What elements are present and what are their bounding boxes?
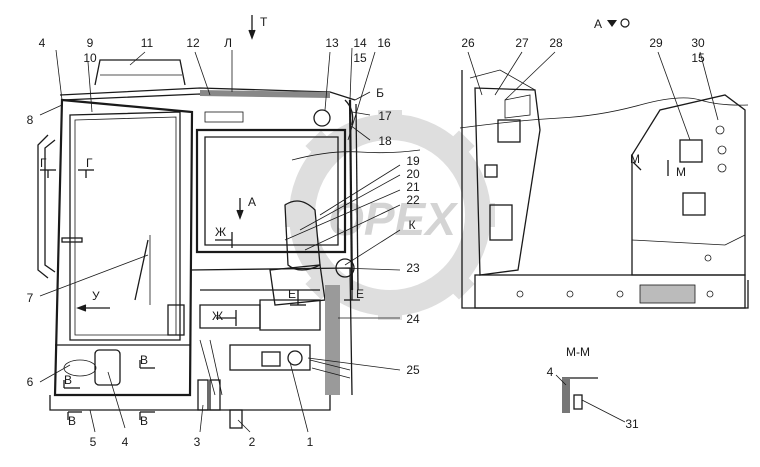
callout-2: 2 [249, 435, 256, 449]
view-letter-labels: Т Л Б К У А Ж Ж Е Е Г Г В В В В М М А М-… [40, 15, 686, 428]
callout-19: 19 [406, 154, 420, 168]
view-k: К [409, 218, 416, 232]
callout-11: 11 [141, 36, 154, 50]
callout-10: 10 [83, 51, 97, 65]
rotated-view-icon [607, 18, 630, 28]
view-l: Л [224, 36, 232, 50]
callout-14: 14 [353, 36, 367, 50]
view-m: М [630, 152, 640, 166]
callout-4: 4 [122, 435, 129, 449]
callout-4-upper: 4 [39, 36, 46, 50]
view-v-left: В [64, 373, 72, 387]
view-a-rear [291, 51, 749, 309]
callout-labels: 1 2 3 4 5 4 6 7 8 9 10 11 12 13 14 15 16… [27, 36, 705, 449]
view-g-right: Г [86, 156, 93, 170]
callout-28: 28 [549, 36, 563, 50]
view-m-right: М [676, 165, 686, 179]
callout-23: 23 [406, 261, 420, 275]
view-b: Б [376, 86, 384, 100]
section-m-m [555, 374, 626, 423]
view-v-bottom-right: В [140, 414, 148, 428]
view-zh-lower: Ж [212, 309, 223, 323]
view-e: Е [288, 287, 296, 301]
section-title-mm: М-М [566, 345, 590, 359]
callout-13: 13 [325, 36, 339, 50]
callout-17: 17 [378, 109, 392, 123]
view-v: В [140, 353, 148, 367]
callout-24: 24 [406, 312, 420, 326]
callout-12: 12 [186, 36, 200, 50]
callout-3: 3 [194, 435, 201, 449]
callout-5: 5 [90, 435, 97, 449]
callout-29: 29 [649, 36, 663, 50]
view-a-title: А [594, 17, 602, 31]
cab-side-view [37, 47, 401, 433]
view-e-right: Е [356, 287, 364, 301]
callout-8: 8 [27, 113, 34, 127]
view-a: А [248, 195, 256, 209]
callout-16: 16 [377, 36, 391, 50]
callout-26: 26 [461, 36, 475, 50]
callout-6: 6 [27, 375, 34, 389]
callout-25: 25 [406, 363, 420, 377]
callout-18: 18 [378, 134, 392, 148]
watermark-text: OPEX [328, 193, 458, 245]
view-t: Т [260, 15, 268, 29]
callout-20: 20 [406, 167, 420, 181]
callout-22: 22 [406, 193, 420, 207]
callout-1: 1 [307, 435, 314, 449]
callout-31: 31 [625, 417, 639, 431]
view-v-bottom-left: В [68, 414, 76, 428]
callout-9: 9 [87, 36, 94, 50]
view-zh: Ж [215, 225, 226, 239]
callout-27: 27 [515, 36, 529, 50]
callout-7: 7 [27, 291, 34, 305]
view-arrows [40, 15, 669, 420]
callout-15: 15 [353, 51, 367, 65]
callout-30: 30 [691, 36, 705, 50]
view-u: У [92, 289, 100, 303]
view-g: Г [40, 156, 47, 170]
callout-21: 21 [406, 180, 420, 194]
callout-4-section: 4 [547, 365, 554, 379]
callout-15-right: 15 [691, 51, 705, 65]
